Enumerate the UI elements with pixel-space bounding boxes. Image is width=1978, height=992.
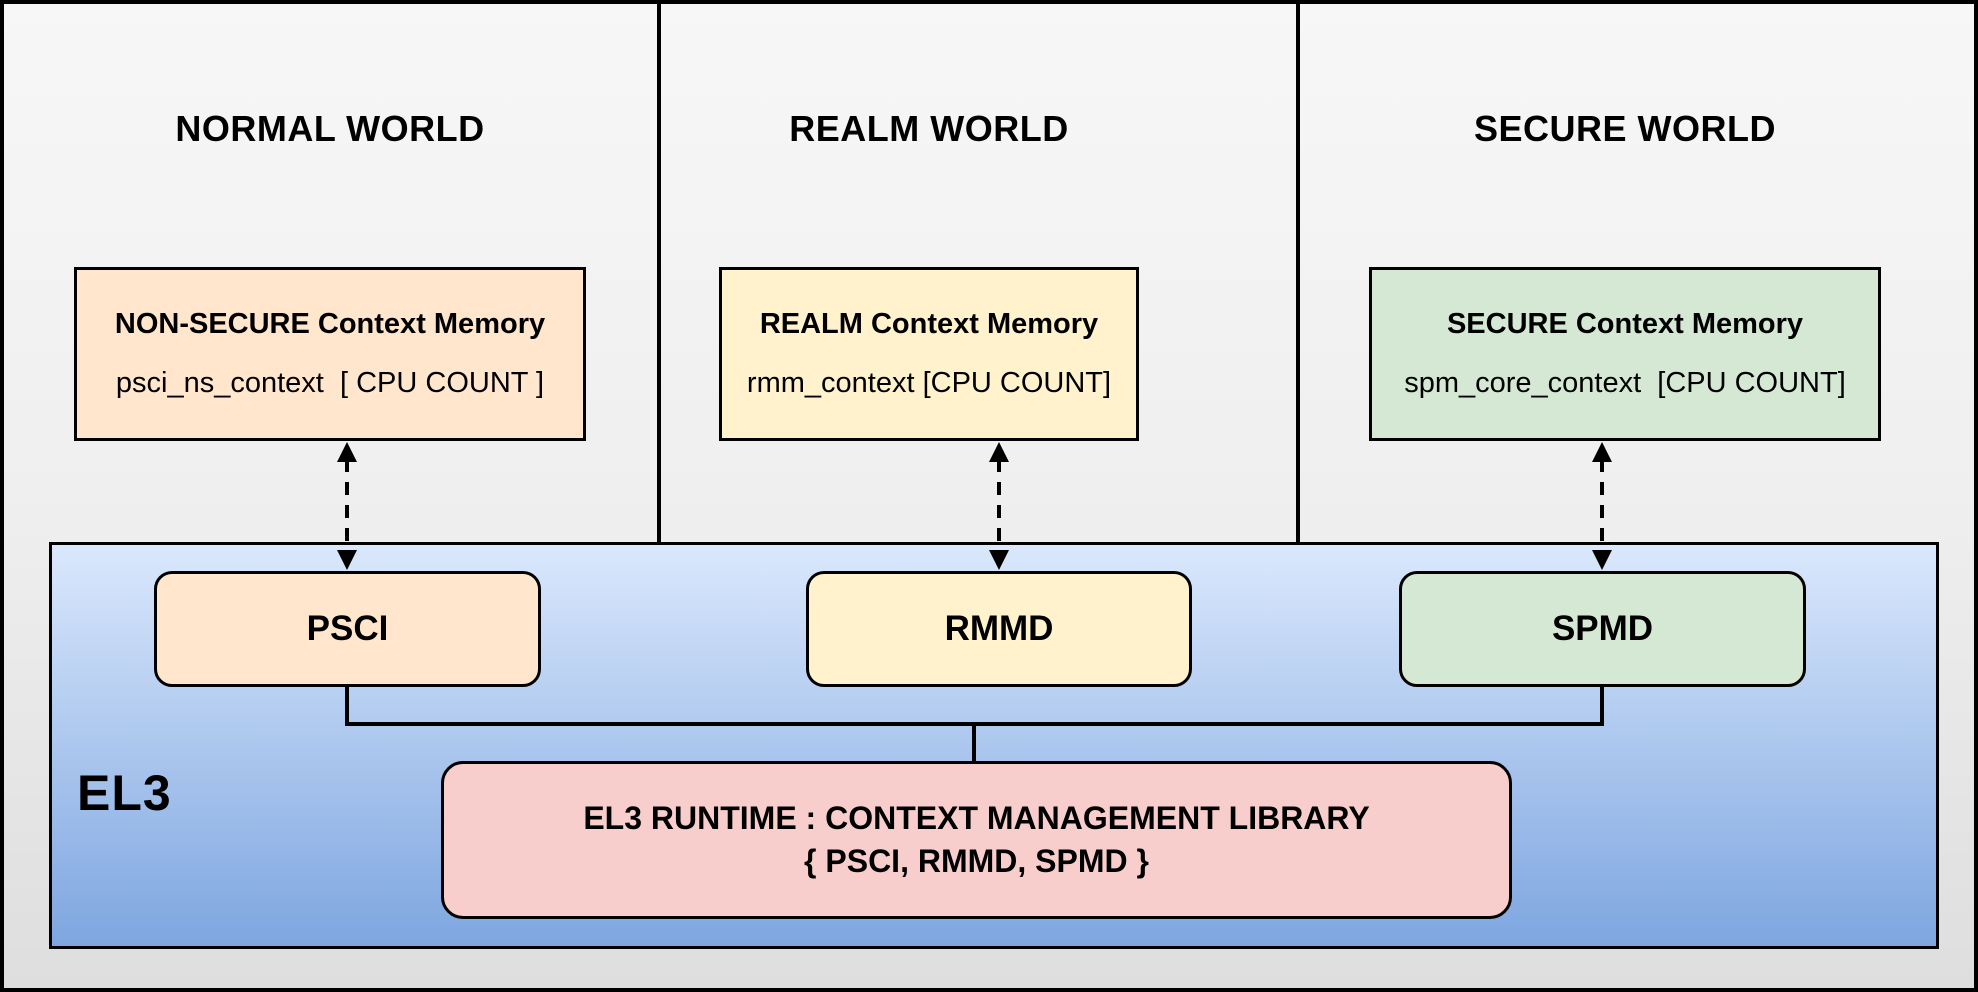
runtime-box-line1: EL3 RUNTIME : CONTEXT MANAGEMENT LIBRARY [583, 800, 1370, 836]
spm-core-context-array-label: spm_core_context [CPU COUNT] [1404, 367, 1846, 399]
rmmd-box: RMMD [806, 571, 1192, 687]
realm-context-memory-title: REALM Context Memory [759, 308, 1099, 340]
non-secure-context-memory-title: NON-SECURE Context Memory [114, 308, 546, 340]
realm-context-memory-box: REALM Context Memory rmm_context [CPU CO… [719, 267, 1139, 441]
secure-context-memory-box: SECURE Context Memory spm_core_context [… [1369, 267, 1881, 441]
normal-world-title: NORMAL WORLD [175, 108, 485, 149]
spmd-box: SPMD [1399, 571, 1806, 687]
el3-runtime-context-management-library-box: EL3 RUNTIME : CONTEXT MANAGEMENT LIBRARY… [441, 761, 1512, 919]
world-divider-normal-realm [657, 4, 661, 544]
el3-label: EL3 [77, 765, 172, 821]
non-secure-context-memory-box: NON-SECURE Context Memory psci_ns_contex… [74, 267, 586, 441]
runtime-box-line2: { PSCI, RMMD, SPMD } [804, 843, 1149, 879]
world-divider-realm-secure [1296, 4, 1300, 544]
realm-world-title: REALM WORLD [789, 108, 1069, 149]
secure-context-memory-title: SECURE Context Memory [1446, 308, 1804, 340]
psci-box: PSCI [154, 571, 541, 687]
rmm-context-array-label: rmm_context [CPU COUNT] [746, 367, 1112, 399]
psci-ns-context-array-label: psci_ns_context [ CPU COUNT ] [115, 367, 545, 399]
secure-world-title: SECURE WORLD [1474, 108, 1776, 149]
